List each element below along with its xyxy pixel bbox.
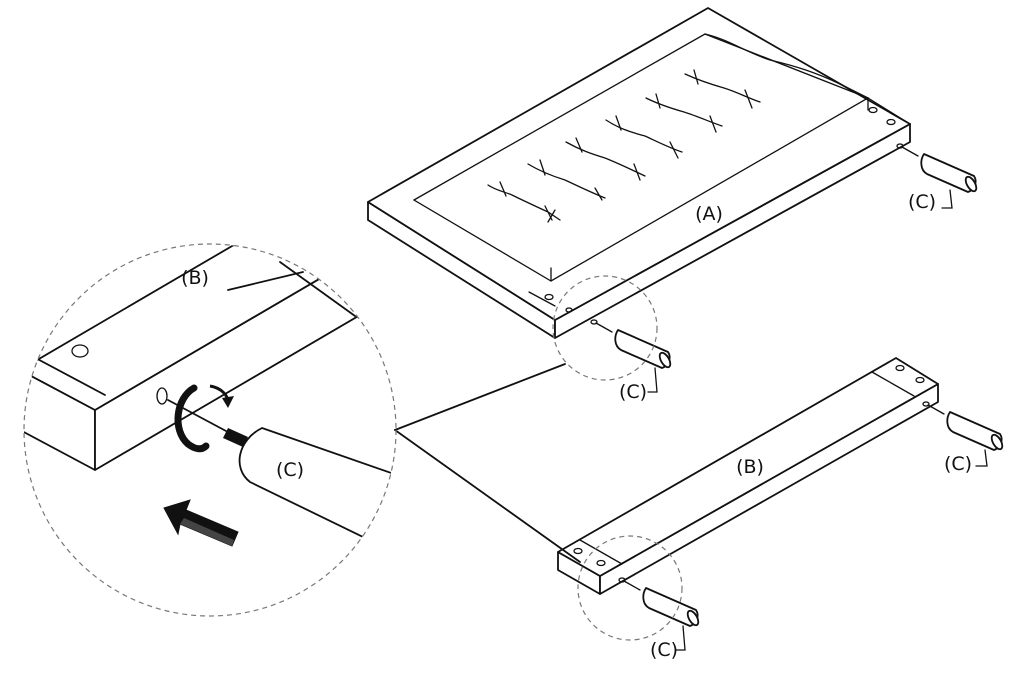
headboard-detail-circle <box>552 275 658 381</box>
zoom-socket-hole <box>156 387 168 405</box>
panel-hole <box>868 106 878 114</box>
leg-socket-hole <box>922 401 930 407</box>
zoom-hole <box>71 344 89 358</box>
tufting-stitches <box>487 69 761 223</box>
rail-top-face <box>557 357 939 577</box>
rail-hole <box>895 364 905 372</box>
leg-foot <box>964 175 978 193</box>
zoom-bolt-thread <box>223 428 248 447</box>
zoom-block-top-face <box>24 244 396 411</box>
leg-screw <box>927 404 945 415</box>
label-zoom-leg: (C) <box>276 459 304 481</box>
leg-socket-hole <box>618 577 626 583</box>
leg-socket-hole <box>896 143 904 149</box>
headboard-leg-back <box>901 146 978 209</box>
rail-end-line <box>871 371 915 397</box>
zoom-divider <box>227 271 304 291</box>
zoom-circle-outline <box>23 243 397 617</box>
headboard-leg-front <box>595 322 672 393</box>
leg-screw <box>595 322 613 333</box>
end-block-line <box>867 97 911 125</box>
end-block-line <box>528 291 556 307</box>
leg-callout-line <box>675 625 686 651</box>
zoom-divider <box>29 354 106 396</box>
leg-body <box>614 329 671 369</box>
label-rail: (B) <box>736 456 764 478</box>
rail-hole <box>915 376 925 384</box>
leg-callout-line <box>941 189 953 209</box>
zoom-leader-line-bottom <box>394 429 581 563</box>
panel-hole <box>544 293 554 301</box>
push-arrow-icon <box>163 499 239 547</box>
rotation-arrow-icon <box>174 384 234 453</box>
label-zoom-rail: (B) <box>181 267 209 289</box>
rail-hole <box>596 559 606 567</box>
leg-callout-line <box>975 449 988 467</box>
panel-hole <box>886 118 896 126</box>
leg-screw <box>901 146 919 157</box>
zoom-leader-line-top <box>394 363 566 431</box>
rail-leg-front <box>623 580 700 651</box>
rail-end-line <box>579 539 623 565</box>
leg-foot <box>686 609 700 627</box>
leg-callout-line <box>647 367 658 393</box>
leg-body <box>642 587 699 627</box>
label-leg-headboard-back: (C) <box>908 191 936 213</box>
label-headboard: (A) <box>695 203 723 225</box>
label-leg-rail-front: (C) <box>650 639 678 661</box>
rail-front-face <box>599 383 939 595</box>
rail-leg-back <box>927 404 1004 467</box>
leg-screw <box>623 580 641 591</box>
leg-foot <box>990 433 1004 451</box>
label-leg-rail-back: (C) <box>944 453 972 475</box>
zoom-leg-body <box>238 427 396 556</box>
label-leg-headboard-front: (C) <box>619 381 647 403</box>
zoom-divider <box>279 261 356 317</box>
headboard-top-face <box>367 7 911 321</box>
headboard-panel <box>367 7 911 339</box>
leg-body <box>946 411 1003 451</box>
leg-foot <box>658 351 672 369</box>
rail-hole <box>573 547 583 555</box>
rail-detail-circle <box>577 535 683 641</box>
leg-body <box>920 153 977 193</box>
leg-socket-hole <box>590 319 598 325</box>
panel-hole <box>565 307 573 313</box>
rail-piece <box>557 357 939 595</box>
panel-wavy-edge <box>704 33 869 99</box>
zoom-detail <box>23 243 397 617</box>
